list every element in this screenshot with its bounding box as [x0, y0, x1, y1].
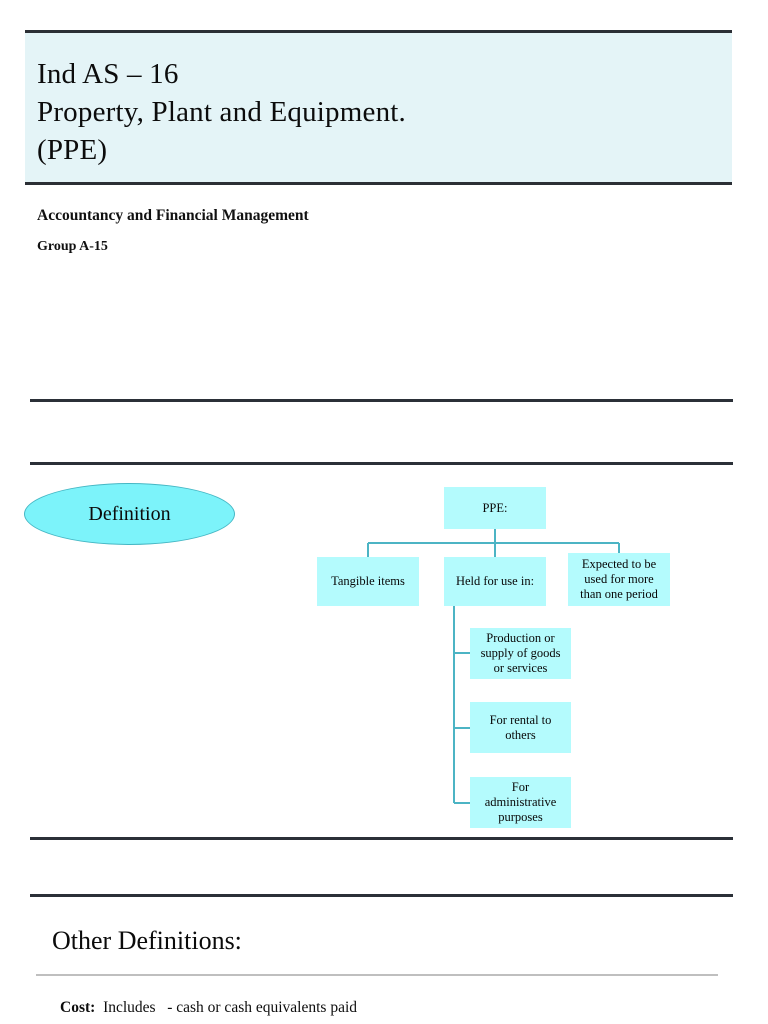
section-divider-top: [30, 399, 733, 402]
other-definitions-underline: [36, 974, 718, 976]
subject-line: Accountancy and Financial Management: [37, 207, 309, 224]
diagram-node-rental-to-others-label: For rental to others: [489, 712, 552, 742]
diagram-node-tangible-items: Tangible items: [317, 557, 419, 606]
cost-text: Includes - cash or cash equivalents paid: [95, 999, 358, 1016]
group-line: Group A-15: [37, 239, 108, 254]
diagram-node-expected-use: Expected to be used for more than one pe…: [568, 553, 670, 606]
definition-ellipse: Definition: [24, 483, 235, 545]
cost-definition-line: Cost: Includes - cash or cash equivalent…: [60, 999, 357, 1017]
section-divider-definition-top: [30, 462, 733, 465]
diagram-node-held-for-use-in: Held for use in:: [444, 557, 546, 606]
section-divider-other-definitions-top: [30, 894, 733, 897]
slide-title-box: Ind AS – 16 Property, Plant and Equipmen…: [25, 30, 732, 185]
diagram-node-production-supply-label: Production or supply of goods or service…: [480, 631, 561, 675]
title-line-3: (PPE): [37, 134, 108, 166]
diagram-node-tangible-items-label: Tangible items: [331, 574, 405, 588]
diagram-node-expected-use-label: Expected to be used for more than one pe…: [580, 557, 658, 601]
diagram-node-ppe-label: PPE:: [482, 500, 508, 515]
diagram-node-held-for-use-in-label: Held for use in:: [455, 574, 535, 588]
other-definitions-heading: Other Definitions:: [52, 926, 242, 955]
diagram-node-production-supply: Production or supply of goods or service…: [470, 628, 571, 679]
definition-ellipse-label: Definition: [88, 502, 171, 525]
diagram-node-administrative-purposes-label: For administrative purposes: [484, 780, 557, 824]
diagram-node-rental-to-others: For rental to others: [470, 702, 571, 753]
section-divider-definition-bottom: [30, 837, 733, 840]
cost-label: Cost:: [60, 999, 96, 1016]
title-line-2: Property, Plant and Equipment.: [37, 96, 406, 128]
diagram-node-ppe: PPE:: [444, 487, 546, 529]
title-line-1: Ind AS – 16: [37, 58, 179, 90]
diagram-node-administrative-purposes: For administrative purposes: [470, 777, 571, 828]
